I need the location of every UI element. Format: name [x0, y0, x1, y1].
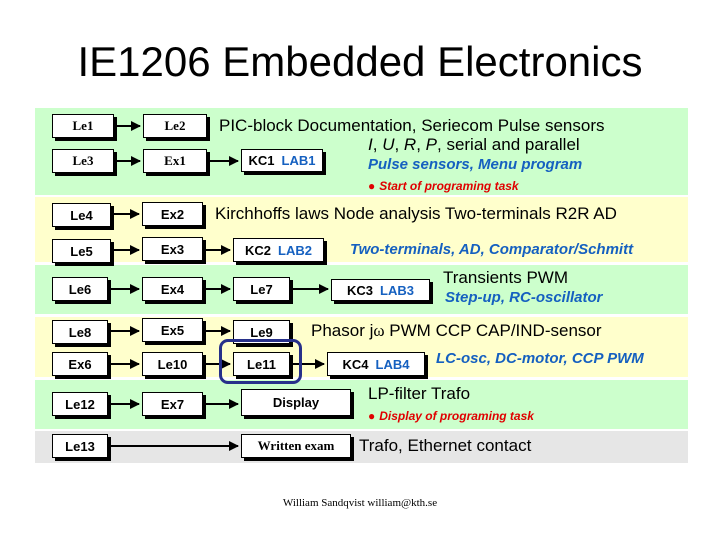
- box-display: Display: [241, 389, 351, 416]
- row1-lab-text: Pulse sensors, Menu program: [368, 156, 583, 173]
- box-le8: Le8: [52, 320, 108, 344]
- lab1-label: LAB1: [281, 153, 316, 168]
- row5-task: ●Display of programing task: [368, 409, 534, 423]
- box-le2: Le2: [143, 114, 207, 138]
- box-le11: Le11: [233, 352, 290, 376]
- omega-symbol: ω: [373, 321, 385, 340]
- box-le12: Le12: [52, 392, 108, 416]
- row3-topic: Transients PWM: [443, 268, 569, 287]
- box-le1: Le1: [52, 114, 114, 138]
- box-ex4: Ex4: [142, 277, 203, 301]
- le11-highlight: [219, 339, 302, 384]
- box-written-exam: Written exam: [241, 434, 351, 458]
- box-le4: Le4: [52, 203, 111, 227]
- footer-credit: William Sandqvist william@kth.se: [282, 497, 438, 509]
- row4-lab-text: LC-osc, DC-motor, CCP PWM: [436, 350, 644, 367]
- row3-lab-text: Step-up, RC-oscillator: [445, 289, 603, 306]
- box-le10: Le10: [142, 352, 203, 376]
- box-ex5: Ex5: [142, 318, 203, 342]
- row5-topic: LP-filter Trafo: [368, 384, 471, 403]
- box-ex3: Ex3: [142, 237, 203, 261]
- box-le3: Le3: [52, 149, 114, 173]
- bullet-icon: ●: [368, 179, 376, 193]
- lab2-label: LAB2: [278, 242, 312, 258]
- box-le6: Le6: [52, 277, 108, 301]
- box-ex2: Ex2: [142, 202, 203, 226]
- box-ex1: Ex1: [143, 149, 207, 173]
- row2-lab-text: Two-terminals, AD, Comparator/Schmitt: [350, 241, 634, 258]
- box-le7: Le7: [233, 277, 290, 301]
- lab4-label: LAB4: [375, 356, 410, 372]
- page-title: IE1206 Embedded Electronics: [77, 38, 643, 85]
- row1-topic: PIC-block Documentation, Seriecom Pulse …: [219, 116, 605, 135]
- row1-topic-iurp: I, U, R, P, serial and parallel: [368, 135, 580, 154]
- row6-topic: Trafo, Ethernet contact: [359, 436, 532, 455]
- box-ex7: Ex7: [142, 392, 203, 416]
- row4-topic: Phasor jω PWM CCP CAP/IND-sensor: [311, 321, 602, 340]
- row1-task: ●Start of programing task: [368, 179, 519, 193]
- box-le5: Le5: [52, 239, 111, 263]
- box-le13: Le13: [52, 434, 108, 458]
- bullet-icon: ●: [368, 409, 376, 423]
- lab3-label: LAB3: [380, 282, 414, 298]
- row2-topic: Kirchhoffs laws Node analysis Two-termin…: [215, 204, 617, 223]
- box-ex6: Ex6: [52, 352, 108, 376]
